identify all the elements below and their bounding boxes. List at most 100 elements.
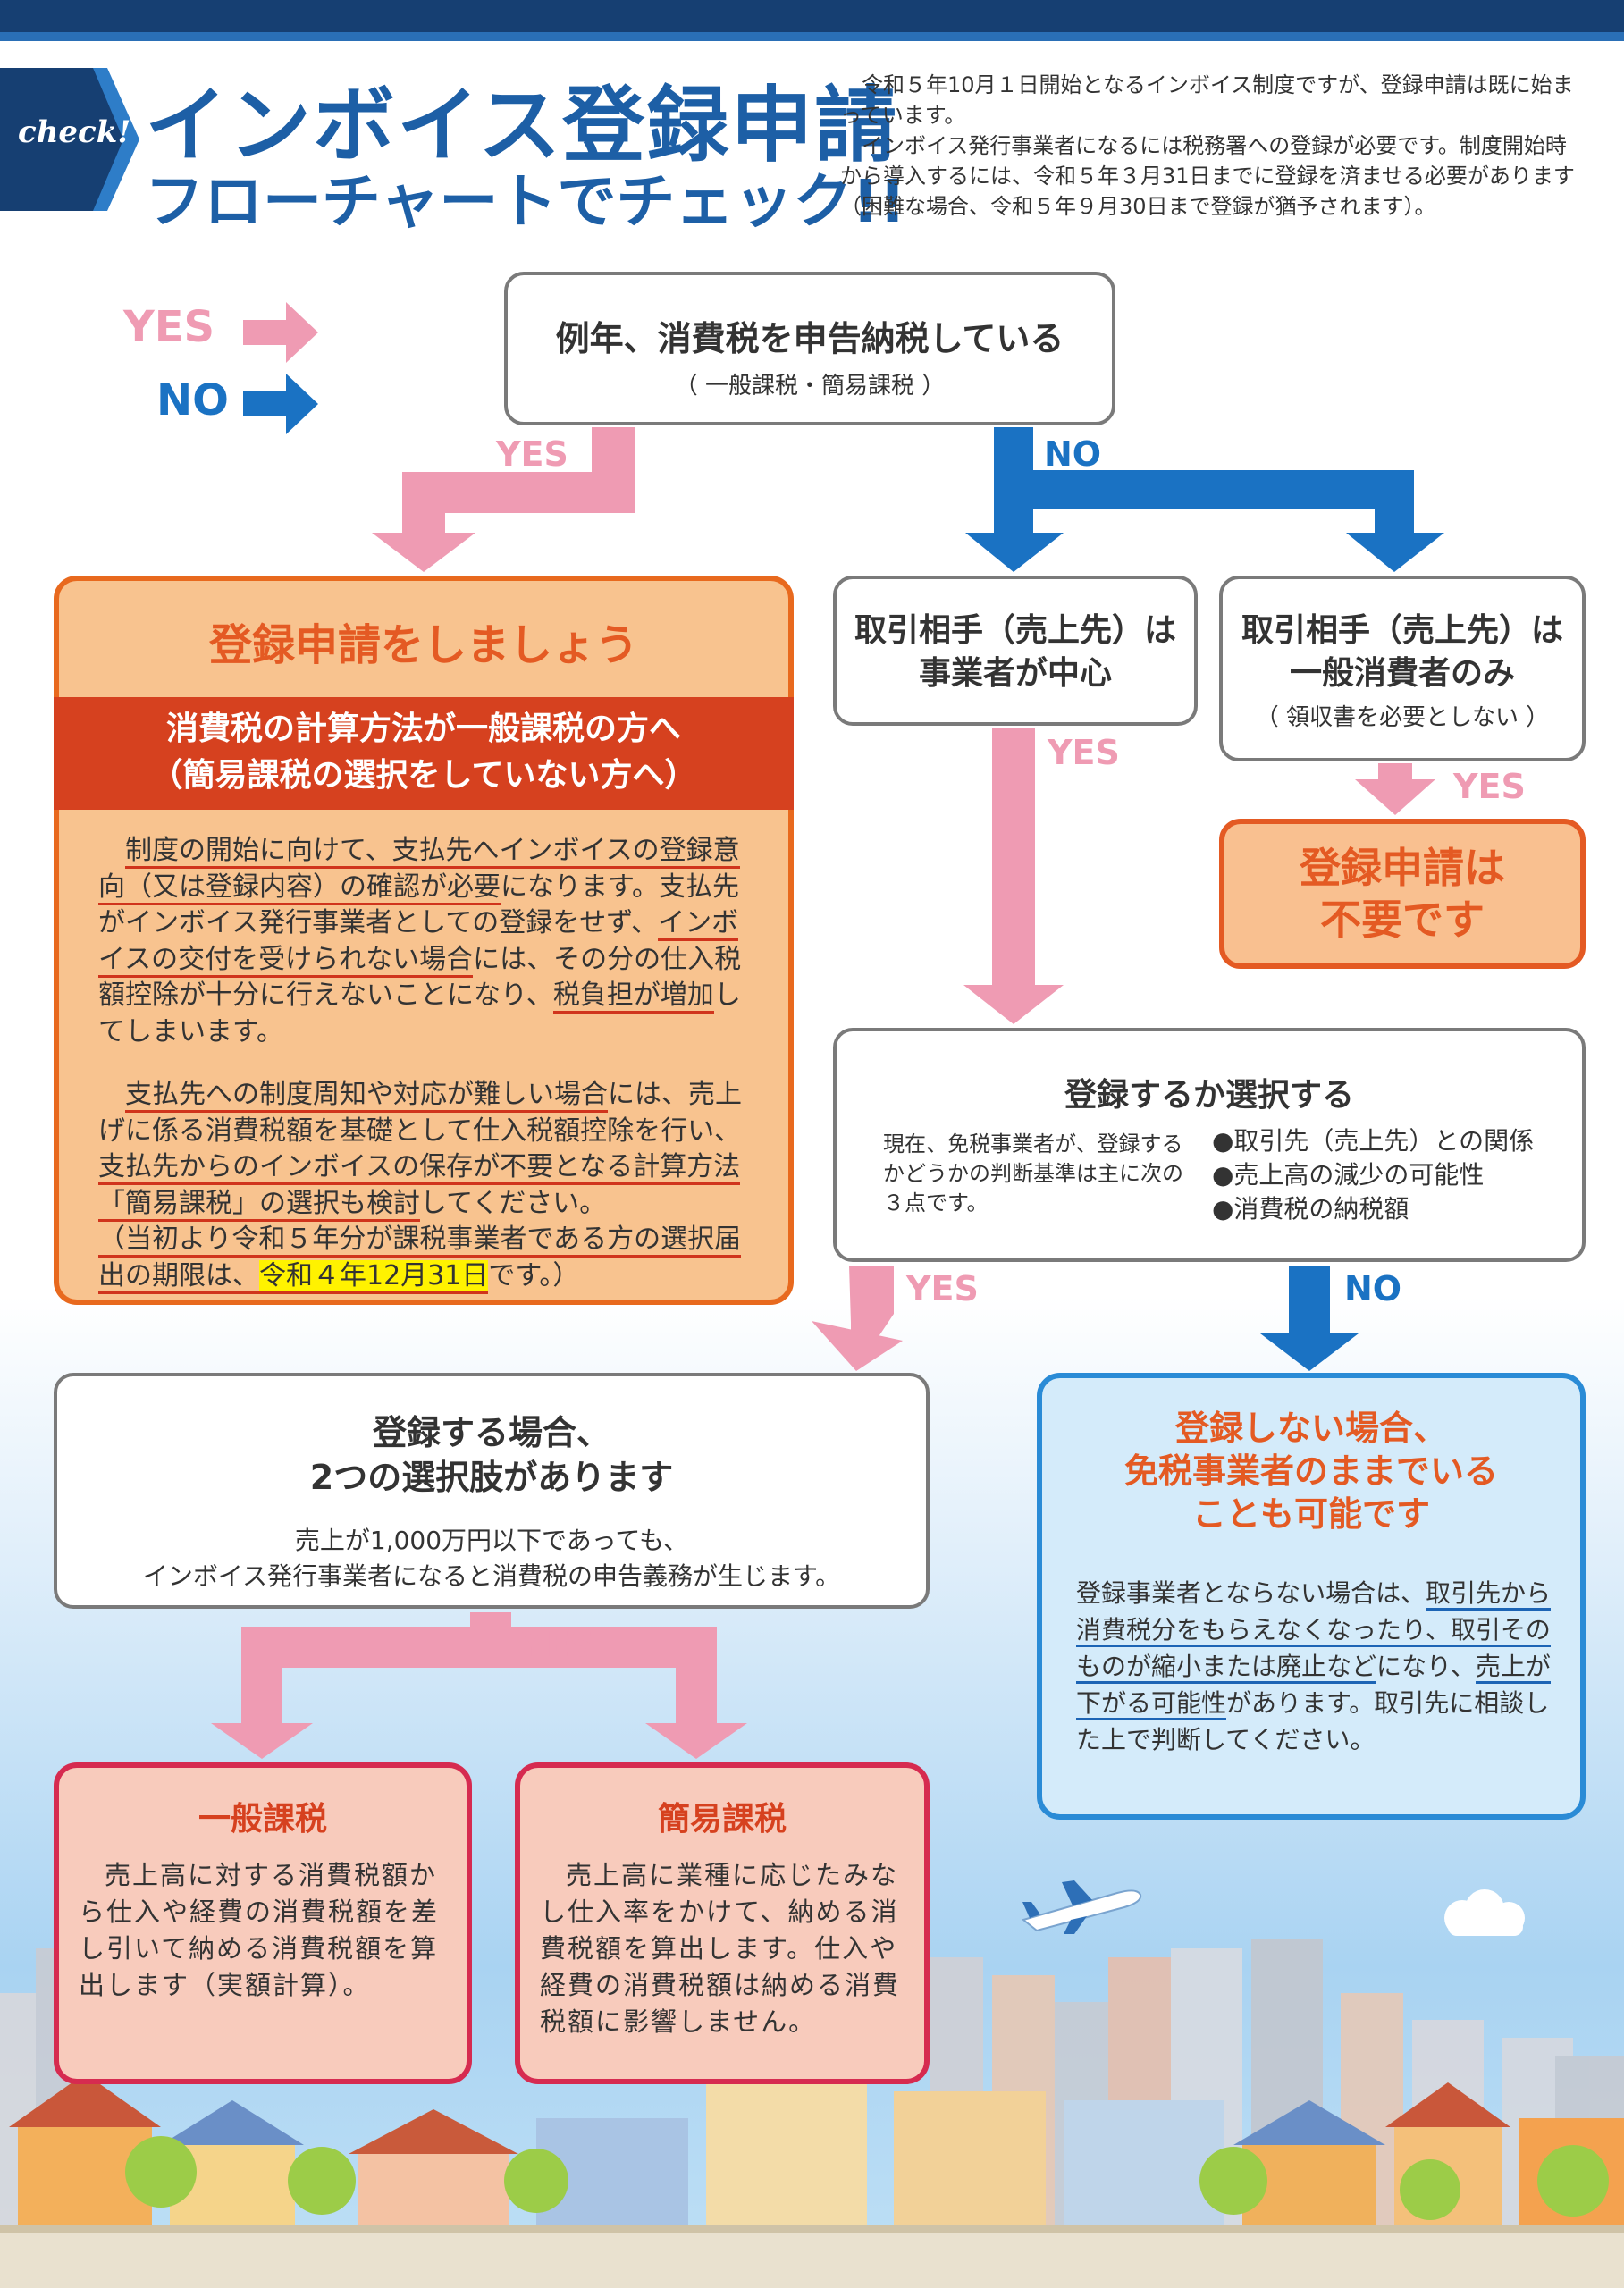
body-text: になります。支払先がインボイス発行事業者としての登録をせず、 <box>98 871 739 939</box>
intro-text: 令和５年10月１日開始となるインボイス制度ですが、登録申請は既に始まっています。… <box>840 70 1582 222</box>
question-box-two-options: 登録する場合、 2つの選択肢があります 売上が1,000万円以下であっても、 イ… <box>54 1373 930 1609</box>
register-paragraph-2: 支払先への制度周知や対応が難しい場合には、売上げに係る消費税額を基礎として仕入税… <box>98 1077 753 1294</box>
register-band: 消費税の計算方法が一般課税の方へ （簡易課税の選択をしていない方へ） <box>54 697 794 810</box>
q1-no-label: NO <box>1044 434 1102 474</box>
register-body: 制度の開始に向けて、支払先へインボイスの登録意向（又は登録内容）の確認が必要にな… <box>59 810 788 1294</box>
underlined-text: 支払先への制度周知や対応が難しい場合 <box>125 1079 608 1113</box>
title-line-2: 2つの選択肢があります <box>309 1458 674 1497</box>
body-text: してください。 <box>420 1187 607 1219</box>
simplified-taxation-body: 売上高に業種に応じたみなし仕入率をかけて、納める消費税額を算出します。仕入や経費… <box>520 1839 924 2040</box>
body-text: してしまいます。 <box>98 980 741 1047</box>
top-band-accent <box>0 32 1624 41</box>
q2b-yes-label: YES <box>1453 767 1526 806</box>
criteria-item: ●取引先（売上先）との関係 <box>1212 1126 1535 1156</box>
body-text: 売上高に対する消費税額から仕入や経費の消費税額を差し引いて納める消費税額を算出し… <box>79 1860 440 2000</box>
criteria-list: ●取引先（売上先）との関係 ●売上高の減少の可能性 ●消費税の納税額 <box>1212 1124 1569 1226</box>
legend-yes-arrow-icon <box>243 302 318 363</box>
no-registration-title: 登録しない場合、 免税事業者のままでいる ことも可能です <box>1042 1407 1580 1535</box>
trees <box>125 2136 1609 2220</box>
question-title: 取引相手（売上先）は 一般消費者のみ <box>1223 610 1582 695</box>
band-line-2: （簡易課税の選択をしていない方へ） <box>150 757 697 794</box>
underlined-text: 取引先から消費税分をもらえなくなったり、取引そのものが縮小または廃止など <box>1076 1578 1552 1684</box>
legend-no-arrow-icon <box>243 374 318 434</box>
criteria-description: 現在、免税事業者が、登録するかどうかの判断基準は主に次の３点です。 <box>883 1131 1183 1216</box>
title-line-1: 取引相手（売上先）は <box>854 612 1176 649</box>
subtitle-line-1: 売上が1,000万円以下であっても、 <box>294 1526 689 1555</box>
title-line-2: 不要です <box>1320 896 1485 944</box>
general-taxation-box: 一般課税 売上高に対する消費税額から仕入や経費の消費税額を差し引いて納める消費税… <box>54 1762 472 2084</box>
q1-yes-label: YES <box>496 434 568 474</box>
band-line-1: 消費税の計算方法が一般課税の方へ <box>165 711 681 747</box>
not-needed-title: 登録申請は 不要です <box>1224 842 1580 946</box>
title-line-2: 免税事業者のままでいる <box>1123 1451 1498 1491</box>
check-badge <box>0 68 139 211</box>
question-subtitle: （ 領収書を必要としない ） <box>1255 704 1550 731</box>
body-text: には、売上げに係る消費税額を基礎として仕入税額控除を行い、 <box>98 1079 742 1147</box>
general-taxation-body: 売上高に対する消費税額から仕入や経費の消費税額を差し引いて納める消費税額を算出し… <box>59 1839 467 2004</box>
underlined-text: 支払先からのインボイスの保存が不要となる計算方法「簡易課税」の選択も検討 <box>98 1151 741 1222</box>
highlighted-deadline: 令和４年12月31日 <box>259 1259 489 1294</box>
question-title: 例年、消費税を申告納税している <box>555 319 1064 358</box>
registration-not-needed-box: 登録申請は 不要です <box>1219 819 1586 969</box>
no-registration-box: 登録しない場合、 免税事業者のままでいる ことも可能です 登録事業者とならない場… <box>1037 1373 1586 1820</box>
arrow-q1-no <box>965 427 1444 572</box>
body-text: です。） <box>488 1259 580 1291</box>
ground <box>0 2225 1624 2288</box>
title-line-1: 登録しない場合、 <box>1174 1409 1447 1448</box>
question-box-business-clients: 取引相手（売上先）は 事業者が中心 <box>833 576 1198 726</box>
underlined-text: （当初より令和５年分が課税事業者である方の選択届出の期限は、 <box>98 1224 742 1294</box>
question-title: 登録する場合、 2つの選択肢があります <box>57 1410 926 1500</box>
arrow-q3-yes <box>812 1266 903 1371</box>
body-text: 登録事業者とならない場合は、 <box>1076 1578 1426 1608</box>
no-registration-body: 登録事業者とならない場合は、取引先から消費税分をもらえなくなったり、取引そのもの… <box>1042 1535 1580 1758</box>
title-line-2: 事業者が中心 <box>918 655 1112 692</box>
legend-yes-label: YES <box>123 302 215 352</box>
question-title: 取引相手（売上先）は 事業者が中心 <box>837 610 1194 695</box>
q4-yes-label: YES <box>522 1625 594 1664</box>
body-text: には、その分の仕入税額控除が十分に行えないことになり、 <box>98 943 742 1012</box>
title-line-1: 登録申請は <box>1300 844 1505 892</box>
intro-paragraph-1: 令和５年10月１日開始となるインボイス制度ですが、登録申請は既に始まっています。 <box>840 72 1574 128</box>
question-box-choose-registration: 登録するか選択する 現在、免税事業者が、登録するかどうかの判断基準は主に次の３点… <box>833 1028 1586 1262</box>
question-box-consumer-clients: 取引相手（売上先）は 一般消費者のみ （ 領収書を必要としない ） <box>1219 576 1586 761</box>
legend-no-label: NO <box>156 375 229 425</box>
body-text: 売上高に業種に応じたみなし仕入率をかけて、納める消費税額を算出します。仕入や経費… <box>540 1860 901 2037</box>
q3-no-label: NO <box>1344 1269 1402 1308</box>
criteria-item: ●売上高の減少の可能性 <box>1212 1160 1485 1190</box>
arrow-q4-yes <box>211 1612 747 1759</box>
page-title: インボイス登録申請 <box>145 78 899 173</box>
top-band <box>0 0 1624 32</box>
houses <box>9 2074 1624 2234</box>
intro-paragraph-2: インボイス発行事業者になるには税務署への登録が必要です。制度開始時から導入するに… <box>840 133 1575 219</box>
simplified-taxation-box: 簡易課税 売上高に業種に応じたみなし仕入率をかけて、納める消費税額を算出します。… <box>515 1762 930 2084</box>
title-line-1: 取引相手（売上先）は <box>1241 612 1563 649</box>
underlined-text: インボイスの交付を受けられない場合 <box>98 907 739 978</box>
q3-yes-label: YES <box>906 1269 979 1308</box>
title-line-3: ことも可能です <box>1191 1494 1430 1534</box>
register-title: 登録申請をしましょう <box>208 620 638 670</box>
underlined-text: 税負担が増加 <box>552 980 714 1014</box>
cloud-icon <box>1444 1889 1525 1936</box>
body-text: になり、 <box>1376 1652 1476 1681</box>
subtitle-line-2: インボイス発行事業者になると消費税の申告義務が生じます。 <box>142 1561 841 1591</box>
q2a-yes-label: YES <box>1048 733 1120 772</box>
register-application-box: 登録申請をしましょう 消費税の計算方法が一般課税の方へ （簡易課税の選択をしてい… <box>54 576 794 1305</box>
simplified-taxation-title: 簡易課税 <box>657 1801 787 1838</box>
general-taxation-title: 一般課税 <box>198 1801 327 1838</box>
underlined-text: 制度の開始に向けて、支払先へインボイスの登録意向（又は登録内容）の確認が必要 <box>98 835 740 905</box>
body-text: があります。取引先に相談した上で判断してください。 <box>1076 1688 1550 1754</box>
question-title: 登録するか選択する <box>1064 1077 1354 1114</box>
question-box-tax-filing: 例年、消費税を申告納税している （ 一般課税・簡易課税 ） <box>504 272 1115 425</box>
title-line-2: 一般消費者のみ <box>1289 655 1515 692</box>
curb <box>0 2225 1624 2233</box>
airplane-icon <box>1021 1880 1142 1934</box>
check-badge-text: check! <box>18 114 131 150</box>
page-subtitle: フローチャートでチェック!! <box>145 167 906 236</box>
register-paragraph-1: 制度の開始に向けて、支払先へインボイスの登録意向（又は登録内容）の確認が必要にな… <box>98 833 753 1050</box>
title-line-1: 登録する場合、 <box>372 1413 610 1452</box>
question-subtitle: 売上が1,000万円以下であっても、 インボイス発行事業者になると消費税の申告義… <box>57 1523 926 1594</box>
question-subtitle: （ 一般課税・簡易課税 ） <box>674 373 946 400</box>
underlined-text: 売上が下がる可能性 <box>1076 1652 1551 1720</box>
city-skyline-illustration <box>0 1939 1624 2288</box>
criteria-item: ●消費税の納税額 <box>1212 1194 1409 1224</box>
